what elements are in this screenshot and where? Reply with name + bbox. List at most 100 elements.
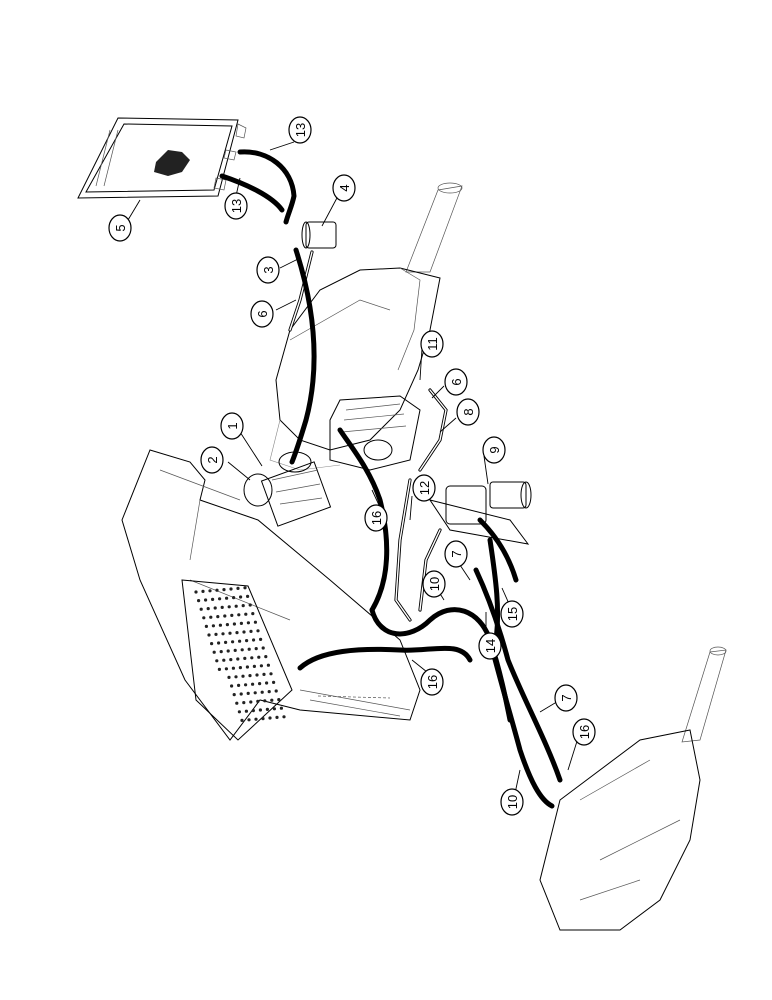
perforation-hole [220,605,224,610]
perforation-hole [221,632,225,636]
perforation-hole [217,667,221,672]
svg-text:9: 9 [487,446,502,453]
perforated-guard [194,586,286,723]
perforation-hole [232,693,236,697]
perforation-hole [277,698,281,702]
perforation-hole [282,715,286,719]
perforation-hole [229,587,233,591]
perforation-hole [204,624,208,629]
callout-4: 4 [332,174,356,202]
perforation-hole [224,667,228,671]
perforation-hole [253,620,257,624]
perforation-hole [207,633,211,637]
callout-7-upper: 7 [444,540,468,568]
perforation-hole [239,595,243,599]
perforation-hole [268,716,272,720]
callout-6-mid: 6 [444,368,468,396]
perforation-hole [227,675,231,680]
svg-text:2: 2 [205,456,220,463]
perforation-hole [208,589,212,593]
perforation-hole [256,629,260,633]
perforation-hole [231,640,235,644]
perforation-hole [261,646,265,650]
perforation-hole [246,691,250,696]
perforation-hole [235,631,239,635]
callout-13-lower: 13 [224,192,248,220]
perforation-hole [215,588,219,592]
pump-assembly [243,451,332,527]
perforation-hole [239,621,243,626]
perforation-hole [197,599,201,603]
svg-text:13: 13 [229,199,244,213]
svg-text:15: 15 [505,607,520,621]
svg-text:13: 13 [293,123,308,137]
perforation-hole [227,605,231,609]
rigid-tubes [288,250,448,622]
perforation-hole [248,674,252,678]
svg-text:7: 7 [559,694,574,701]
perforation-hole [257,655,261,659]
perforation-hole [275,715,279,720]
perforation-hole [264,655,268,659]
perforation-hole [261,717,265,721]
svg-text:10: 10 [505,795,520,809]
perforation-hole [209,615,213,619]
perforation-hole [262,672,266,677]
perforation-hole [254,647,258,651]
callout-10-upper: 10 [422,570,446,598]
leader-lines [127,141,579,799]
perforation-hole [213,606,217,610]
perforation-hole [217,641,221,645]
perforation-hole [258,682,262,686]
perforation-hole [229,658,233,662]
perforation-hole [249,700,253,704]
perforation-hole [212,650,216,654]
perforation-hole [247,718,251,722]
perforation-hole [259,664,263,668]
perforation-hole [270,698,274,702]
perforation-hole [201,589,205,594]
callout-9: 9 [482,436,506,464]
perforation-hole [222,588,226,592]
perforation-hole [266,663,270,667]
callout-15: 15 [500,600,524,628]
gear-housing [329,395,421,471]
perforation-hole [244,683,248,687]
perforation-hole [274,689,278,693]
svg-text:6: 6 [255,310,270,317]
perforation-hole [225,596,229,600]
perforation-hole [238,639,242,643]
callout-10-lower: 10 [500,788,524,816]
perforation-hole [223,614,227,618]
perforation-hole [224,640,228,645]
perforation-hole [214,632,218,637]
svg-text:16: 16 [369,511,384,525]
perforation-hole [215,659,219,663]
callout-3: 3 [256,256,280,284]
perforation-hole [250,656,254,660]
perforation-hole [240,718,244,723]
perforation-hole [237,613,241,617]
perforation-hole [222,658,226,662]
callout-6-upper: 6 [250,300,274,328]
perforation-hole [226,649,230,653]
perforation-hole [279,706,283,710]
callout-16-mid: 16 [420,668,444,696]
perforation-hole [241,604,245,608]
callout-12: 12 [412,474,436,502]
perforation-hole [194,590,198,594]
svg-text:11: 11 [425,337,440,351]
perforation-hole [247,647,251,651]
perforation-hole [236,657,240,661]
perforation-hole [239,692,243,696]
perforation-hole [245,639,249,643]
perforation-hole [218,623,222,627]
perforation-hole [245,665,249,669]
perforation-hole [237,710,241,714]
svg-text:14: 14 [483,639,498,653]
callout-7-lower: 7 [554,684,578,712]
perforation-hole [263,699,267,703]
perforation-hole [204,598,208,602]
perforation-hole [241,674,245,678]
svg-text:1: 1 [225,422,240,429]
